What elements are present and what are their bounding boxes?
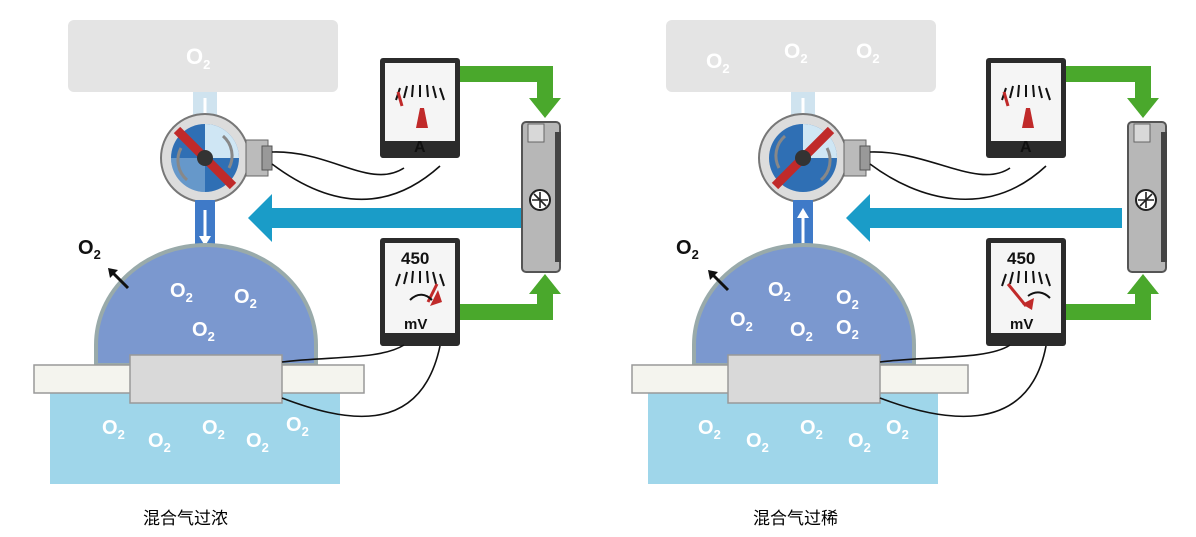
oxygen-pump: [160, 113, 273, 203]
svg-text:O2: O2: [202, 417, 225, 442]
water-region: [648, 392, 938, 484]
controller-unit: [1127, 121, 1167, 273]
svg-text:O2: O2: [170, 280, 193, 305]
svg-text:O2: O2: [886, 417, 909, 442]
svg-text:A: A: [1020, 139, 1032, 156]
rich-mixture-panel: O2 O2 O2 O2 O2: [33, 20, 561, 484]
svg-text:mV: mV: [404, 316, 427, 333]
svg-text:O2: O2: [102, 417, 125, 442]
green-arrow-top: [1058, 66, 1151, 100]
escaping-o2-label: O2: [78, 237, 101, 262]
caption-rich-mixture: 混合气过浓: [143, 509, 228, 529]
dome-o2-molecules: O2 O2 O2 O2 O2: [730, 279, 859, 344]
wires: [869, 151, 1047, 418]
feedback-arrow-shaft: [868, 208, 1122, 228]
controller-unit: [521, 121, 561, 273]
feedback-arrowhead: [248, 194, 272, 242]
green-arrow-bottom: [1058, 292, 1151, 320]
feedback-arrowhead: [846, 194, 870, 242]
svg-text:O2: O2: [848, 430, 871, 455]
svg-text:O2: O2: [746, 430, 769, 455]
svg-text:O2: O2: [856, 40, 880, 66]
feedback-arrow-shaft: [270, 208, 524, 228]
svg-text:O2: O2: [192, 319, 215, 344]
reservoir-o2-label: O2: [186, 44, 210, 72]
oxygen-reservoir: [68, 20, 338, 92]
dome-o2-molecules: O2 O2 O2: [170, 280, 257, 344]
escaping-o2-label: O2: [676, 237, 699, 262]
reservoir-o2-molecules: O2 O2 O2: [706, 40, 880, 76]
escape-arrow: [710, 272, 730, 292]
green-arrow-bottom: [460, 292, 553, 320]
svg-text:O2: O2: [800, 417, 823, 442]
water-o2-molecules: O2 O2 O2 O2 O2: [102, 414, 309, 455]
exhaust-dome: [94, 243, 318, 367]
svg-text:O2: O2: [698, 417, 721, 442]
voltmeter: 450 mV: [380, 238, 460, 346]
svg-text:O2: O2: [836, 287, 859, 312]
svg-text:O2: O2: [706, 50, 730, 76]
svg-text:O2: O2: [790, 319, 813, 344]
svg-text:O2: O2: [246, 430, 269, 455]
svg-text:O2: O2: [836, 317, 859, 342]
svg-text:O2: O2: [768, 279, 791, 304]
ammeter: A: [380, 58, 460, 158]
sensor-element: [129, 354, 283, 404]
svg-text:O2: O2: [148, 430, 171, 455]
exhaust-dome: [692, 243, 916, 367]
green-arrow-top: [460, 66, 553, 100]
svg-text:450: 450: [401, 249, 429, 268]
water-o2-molecules: O2 O2 O2 O2 O2: [698, 417, 909, 455]
escape-arrow: [110, 270, 130, 290]
svg-text:O2: O2: [286, 414, 309, 439]
caption-lean-mixture: 混合气过稀: [753, 509, 838, 529]
oxygen-pump: [758, 113, 871, 203]
svg-text:O2: O2: [730, 309, 753, 334]
ammeter: A: [986, 58, 1066, 158]
svg-text:450: 450: [1007, 249, 1035, 268]
sensor-element: [727, 354, 881, 404]
svg-text:mV: mV: [1010, 316, 1033, 333]
lean-mixture-panel: O2 O2 O2 O2 O2 O2 O2 O2 O2: [631, 20, 1167, 484]
svg-text:O2: O2: [234, 286, 257, 311]
wires: [271, 151, 441, 418]
svg-text:O2: O2: [784, 40, 808, 66]
oxygen-reservoir: [666, 20, 936, 92]
voltmeter: 450 mV: [986, 238, 1066, 346]
water-region: [50, 392, 340, 484]
svg-text:A: A: [414, 139, 426, 156]
